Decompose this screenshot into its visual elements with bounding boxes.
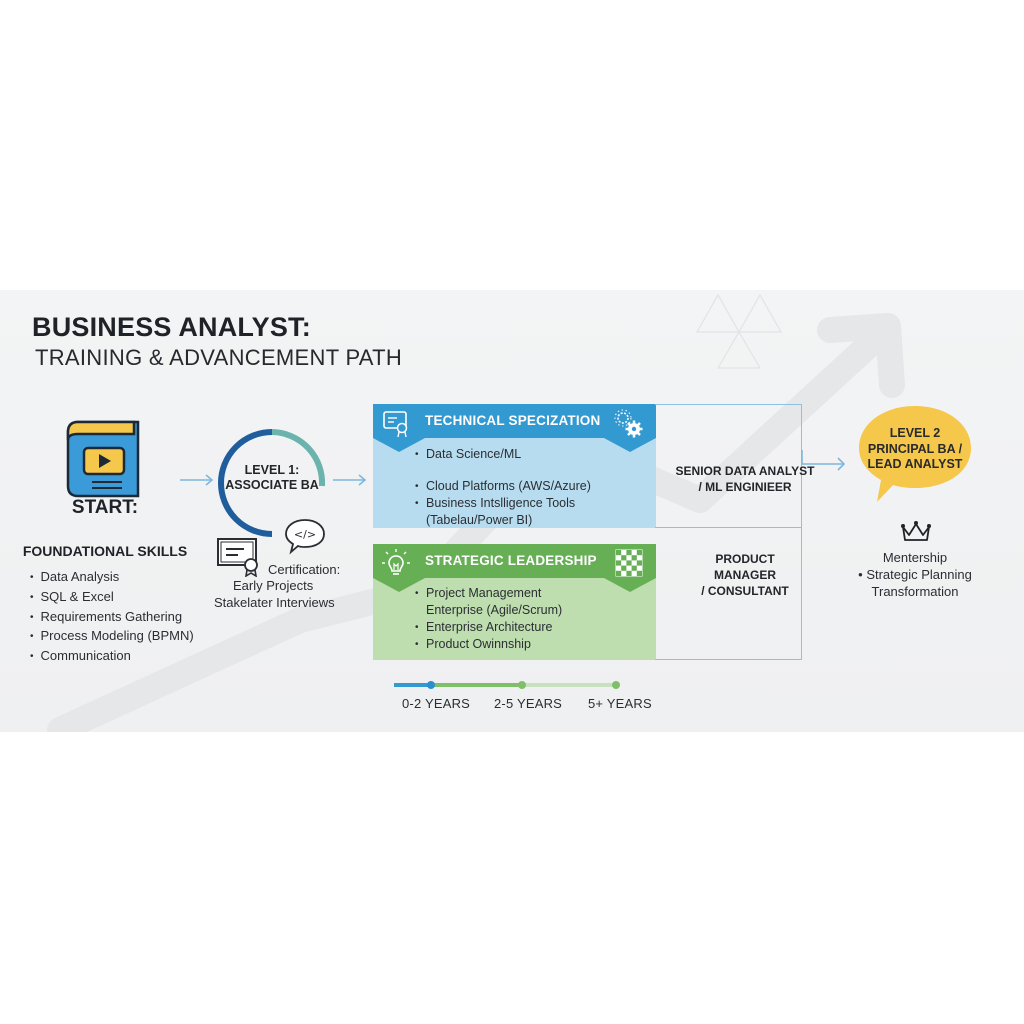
- role-product-manager: PRODUCT MANAGER / CONSULTANT: [701, 552, 789, 598]
- level2-mentorship: Mentership: [882, 550, 948, 565]
- timeline-label-2-5-years: 2-5 YEARS: [494, 696, 563, 711]
- skill-item: SQL & Excel: [30, 588, 194, 608]
- role-senior-data-analyst: SENIOR DATA ANALYST / ML ENGINIEER: [675, 464, 815, 494]
- start-subtitle: FOUNDATIONAL SKILLS: [22, 543, 188, 559]
- track-items: Data Science/ML Cloud Platforms (AWS/Azu…: [415, 446, 591, 529]
- page-subtitle: TRAINING & ADVANCEMENT PATH: [35, 345, 403, 370]
- certificate-icon: [383, 411, 408, 438]
- certificate-icon: [217, 538, 258, 577]
- arrow-right-icon: [801, 450, 846, 471]
- page-title: BUSINESS ANALYST:: [32, 312, 311, 342]
- track-item: Cloud Platforms (AWS/Azure): [415, 478, 591, 495]
- track-title: STRATEGIC LEADERSHIP: [425, 553, 597, 568]
- role-frame-product-manager: [655, 528, 802, 660]
- track-item: Product Owinnship: [415, 636, 562, 653]
- level2-transformation: Transformation: [871, 584, 959, 599]
- track-technical-specialization: TECHNICAL SPECIZATION Data Science/ML Cl…: [373, 404, 656, 528]
- level2-strategic-planning: • Strategic Planning: [858, 567, 972, 582]
- skill-item: Data Analysis: [30, 568, 194, 588]
- track-item: Business Intslligence Tools: [415, 495, 591, 512]
- crown-icon: [901, 521, 931, 541]
- track-item: Data Science/ML: [415, 446, 591, 463]
- level1-stakeholder-interviews: Stakelater Interviews: [214, 595, 335, 610]
- track-header: [373, 544, 656, 578]
- skill-item: Process Modeling (BPMN): [30, 627, 194, 647]
- level1-label: LEVEL 1: ASSOCIATE BA: [225, 463, 319, 492]
- skill-item: Communication: [30, 647, 194, 667]
- track-item: Project Management: [415, 585, 562, 602]
- level2-speech-bubble: [859, 406, 971, 502]
- track-strategic-leadership: STRATEGIC LEADERSHIP Project Management …: [373, 544, 656, 660]
- years-timeline: [394, 681, 620, 689]
- track-item: Enterprise (Agile/Scrum): [426, 603, 563, 617]
- svg-text:</>: </>: [294, 528, 316, 541]
- track-item: Enterprise Architecture: [415, 619, 562, 636]
- track-title: TECHNICAL SPECIZATION: [425, 413, 601, 428]
- skill-item: Requirements Gathering: [30, 608, 194, 628]
- start-title: START:: [71, 497, 139, 518]
- timeline-label-0-2-years: 0-2 YEARS: [402, 696, 471, 711]
- arrow-right-icon: [333, 474, 367, 486]
- track-header: [373, 404, 656, 438]
- level2-label: LEVEL 2 PRINCIPAL BA / LEAD ANALYST: [867, 426, 963, 471]
- level1-progress-ring: [218, 429, 326, 537]
- chessboard-icon: [615, 549, 643, 577]
- career-path-infographic: BUSINESS ANALYST: TRAINING & ADVANCEMENT…: [0, 290, 1024, 732]
- role-frame-senior-data-analyst: [655, 404, 802, 528]
- code-bubble-icon: </>: [285, 519, 325, 555]
- lightbulb-icon: [382, 549, 410, 575]
- arrow-right-icon: [180, 474, 214, 486]
- gears-icon: [614, 409, 643, 438]
- level1-certification-text: Certification:: [268, 562, 341, 577]
- timeline-label-5-plus-years: 5+ YEARS: [588, 696, 652, 711]
- foundational-skills-list: Data Analysis SQL & Excel Requirements G…: [30, 568, 194, 667]
- level1-early-projects: Early Projects: [233, 578, 314, 593]
- track-item: (Tabelau/Power BI): [426, 513, 533, 527]
- track-items: Project Management Enterprise (Agile/Scr…: [415, 585, 562, 653]
- book-video-icon: [66, 420, 140, 498]
